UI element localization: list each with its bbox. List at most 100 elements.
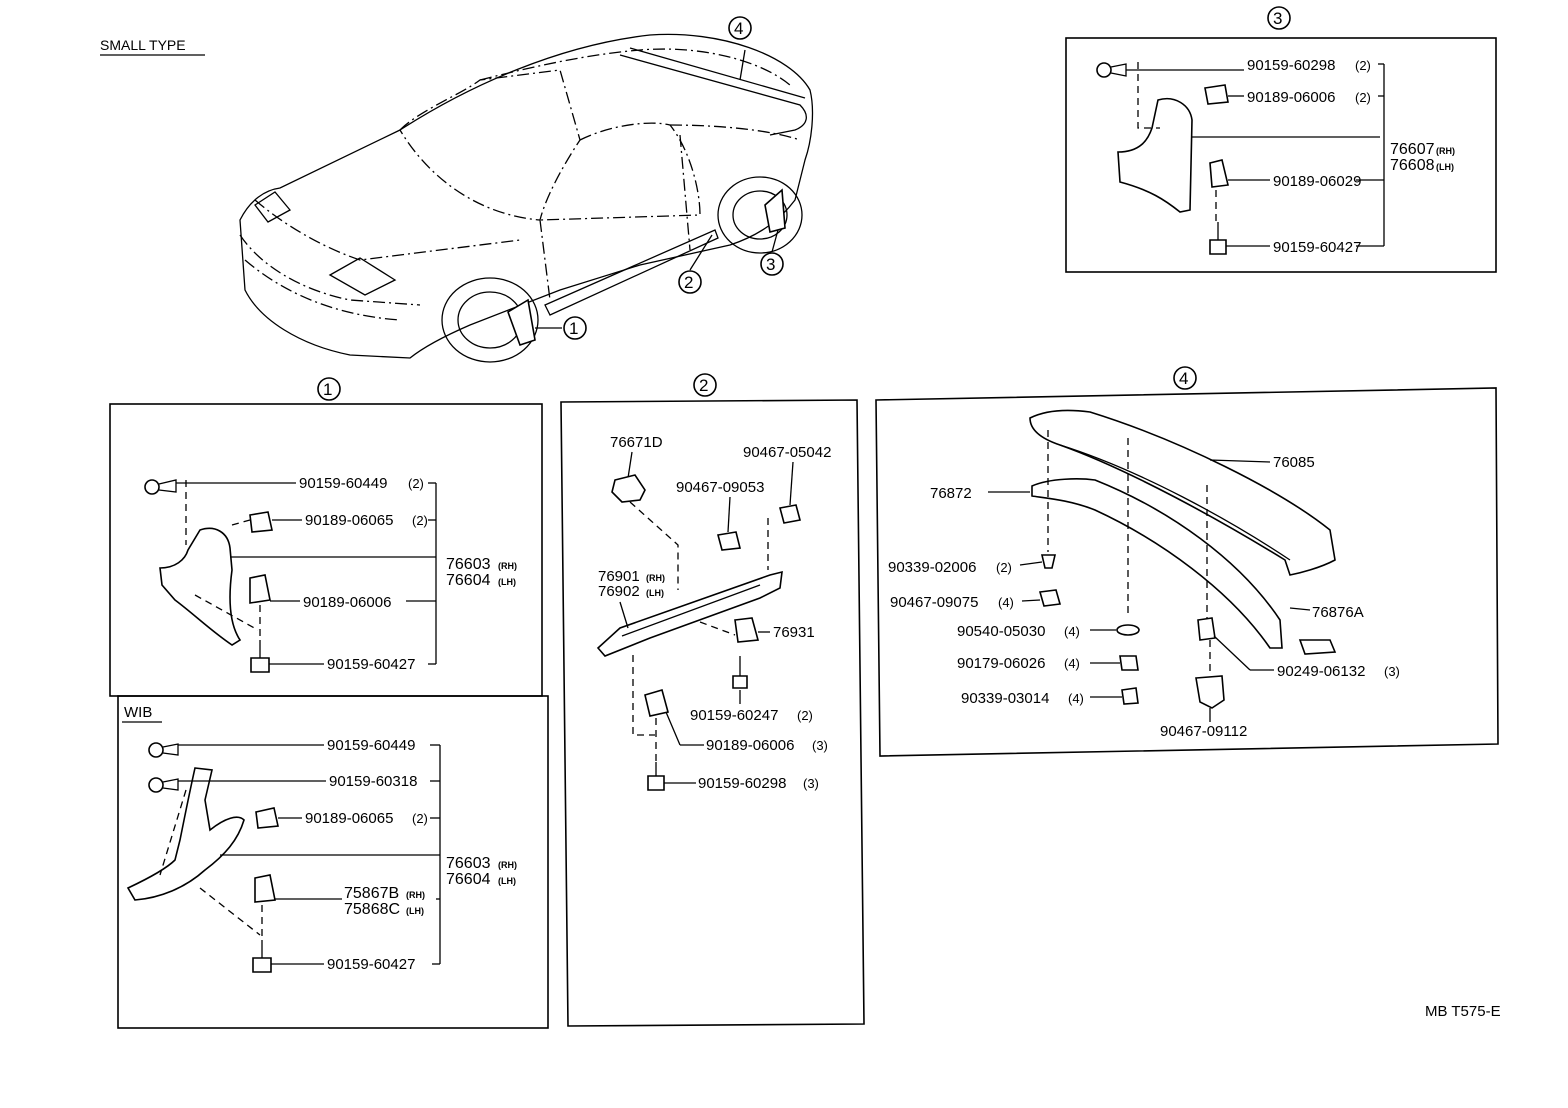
part-number-lh: 76608 xyxy=(1390,157,1435,174)
part-number: 76872 xyxy=(930,485,972,502)
part-number: 90249-06132 xyxy=(1277,663,1365,680)
side-lh: (LH) xyxy=(498,577,516,587)
part-number-rh: 76901 xyxy=(598,568,640,585)
part-number-lh: 76902 xyxy=(598,583,640,600)
part-number: 90159-60247 xyxy=(690,707,778,724)
clip-icon xyxy=(611,474,646,503)
panel-3-frame xyxy=(1065,37,1497,273)
callout-2-panel[interactable]: 2 xyxy=(693,373,717,397)
mud-flap-icon xyxy=(126,767,245,901)
bolt-icon xyxy=(250,640,270,673)
callout-number: 4 xyxy=(1179,369,1188,388)
side-rh: (RH) xyxy=(498,561,517,571)
side-rh: (RH) xyxy=(406,890,425,900)
side-rh: (RH) xyxy=(646,573,665,583)
clip-icon xyxy=(1204,84,1229,105)
bracket-number-rh: 75867B xyxy=(344,885,399,902)
callout-4-panel[interactable]: 4 xyxy=(1173,366,1197,390)
clip-icon xyxy=(1038,589,1062,607)
panel-1: 1 90159-60449 (2) 90189-06065 (2) xyxy=(109,377,543,697)
part-qty: (2) xyxy=(1355,90,1371,105)
panel-2-frame xyxy=(560,399,865,1027)
part-number: 90159-60298 xyxy=(1247,57,1335,74)
diagram-title: SMALL TYPE xyxy=(100,37,186,53)
part-number: 90189-06006 xyxy=(706,737,794,754)
callout-2-car[interactable]: 2 xyxy=(678,270,702,294)
part-number: 90467-09112 xyxy=(1160,723,1247,740)
part-qty: (3) xyxy=(803,776,819,791)
side-rh: (RH) xyxy=(498,860,517,870)
part-number: 76876A xyxy=(1312,604,1364,621)
part-number: 90339-02006 xyxy=(888,559,976,576)
part-number: 90189-06006 xyxy=(303,594,391,611)
part-number: 90159-60427 xyxy=(327,956,415,973)
side-lh: (LH) xyxy=(1436,162,1454,172)
callout-4-car[interactable]: 4 xyxy=(728,16,752,40)
part-qty: (4) xyxy=(1068,691,1084,706)
car-overview xyxy=(239,33,814,363)
part-number: 90540-05030 xyxy=(957,623,1045,640)
cap-icon xyxy=(1121,687,1139,705)
part-qty: (4) xyxy=(1064,656,1080,671)
diagram-code: MB T575-E xyxy=(1425,1003,1501,1020)
part-number: 90179-06026 xyxy=(957,655,1045,672)
part-number: 90189-06065 xyxy=(305,810,393,827)
part-qty: (4) xyxy=(998,595,1014,610)
part-number: 76671D xyxy=(610,434,663,451)
part-number: 90159-60298 xyxy=(698,775,786,792)
screw-icon xyxy=(144,479,177,495)
callout-3-panel[interactable]: 3 xyxy=(1267,6,1291,30)
panel-wib: WIB 90159-60449 90159- xyxy=(117,695,549,1029)
callout-3-car[interactable]: 3 xyxy=(760,252,784,276)
side-skirt-icon xyxy=(596,570,783,657)
side-lh: (LH) xyxy=(498,876,516,886)
part-qty: (4) xyxy=(1064,624,1080,639)
bracket-number-lh: 75868C xyxy=(344,901,400,918)
screw-icon xyxy=(148,777,179,793)
part-number: 90467-05042 xyxy=(743,444,831,461)
clip-icon xyxy=(255,807,279,829)
screw-icon xyxy=(148,742,179,758)
screw-icon xyxy=(1096,62,1127,78)
part-number: 76085 xyxy=(1273,454,1315,471)
bolt-icon xyxy=(1197,617,1216,641)
part-number: 90159-60427 xyxy=(1273,239,1361,256)
part-qty: (2) xyxy=(996,560,1012,575)
part-number: 90159-60318 xyxy=(329,773,417,790)
mud-flap-icon xyxy=(1117,98,1193,213)
callout-number: 3 xyxy=(1273,9,1282,28)
part-number: 90159-60449 xyxy=(299,475,387,492)
cap-icon xyxy=(1040,554,1057,569)
part-number: 90189-06065 xyxy=(305,512,393,529)
part-number: 76931 xyxy=(773,624,815,641)
wib-label: WIB xyxy=(124,704,152,721)
callout-number: 2 xyxy=(684,273,693,292)
part-qty: (2) xyxy=(408,476,424,491)
part-number: 90159-60427 xyxy=(327,656,415,673)
panel-4: 4 76085 76872 76876A 90339-02006 (2) 904… xyxy=(875,366,1499,757)
part-number: 90467-09053 xyxy=(676,479,764,496)
clip-icon xyxy=(717,531,741,551)
callout-number: 4 xyxy=(734,19,743,38)
callout-1-panel[interactable]: 1 xyxy=(317,377,341,401)
part-number-lh: 76604 xyxy=(446,871,491,888)
nut-icon xyxy=(1119,655,1139,671)
callout-number: 1 xyxy=(569,319,578,338)
side-lh: (LH) xyxy=(646,588,664,598)
part-qty: (3) xyxy=(812,738,828,753)
clip-icon xyxy=(1195,675,1225,709)
part-number: 90159-60449 xyxy=(327,737,415,754)
part-number-rh: 76603 xyxy=(446,556,491,573)
part-qty: (2) xyxy=(1355,58,1371,73)
callout-number: 2 xyxy=(699,376,708,395)
callout-number: 3 xyxy=(766,255,775,274)
side-rh: (RH) xyxy=(1436,146,1455,156)
mud-flap-icon xyxy=(159,527,242,646)
panel-1-frame xyxy=(109,403,543,697)
nut-icon xyxy=(734,617,760,643)
nut-icon xyxy=(644,689,669,717)
panel-wib-frame xyxy=(117,695,549,1029)
callout-1-car[interactable]: 1 xyxy=(563,316,587,340)
part-number: 90189-06006 xyxy=(1247,89,1335,106)
part-number-rh: 76603 xyxy=(446,855,491,872)
